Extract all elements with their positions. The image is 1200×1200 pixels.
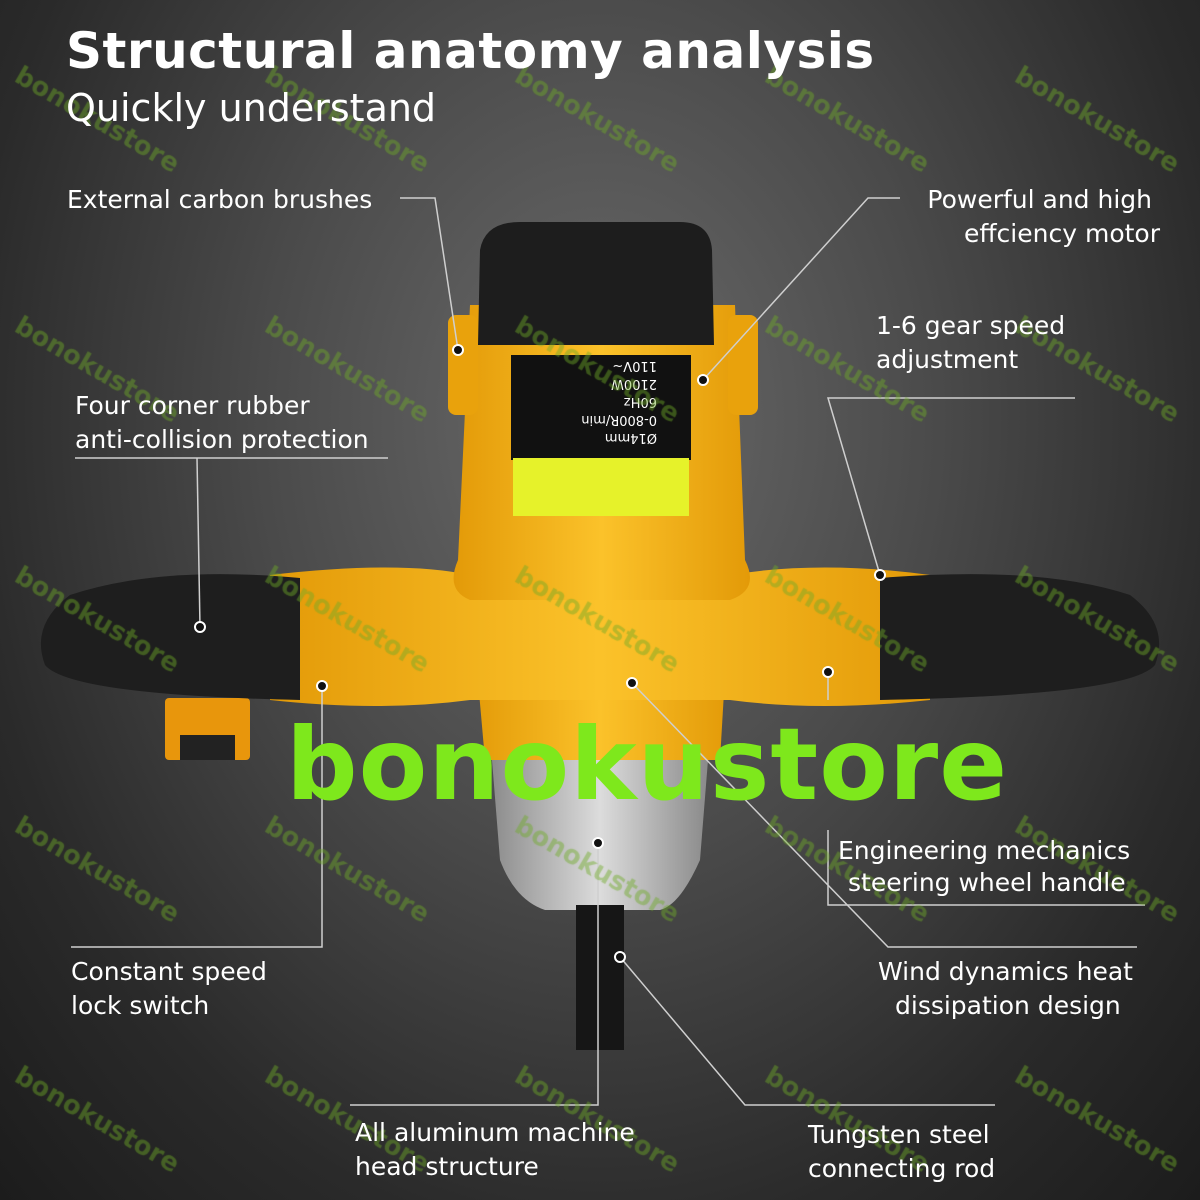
callout-handle-line2: steering wheel handle bbox=[848, 868, 1126, 897]
callout-carbon-brushes: External carbon brushes bbox=[67, 185, 373, 214]
spec-speed: 0-800R/min bbox=[581, 412, 657, 427]
connecting-rod bbox=[576, 905, 624, 1050]
callout-lock-line1: Constant speed bbox=[71, 957, 267, 986]
spec-diameter: Ø14mm bbox=[605, 430, 657, 445]
callout-handle-line1: Engineering mechanics bbox=[838, 836, 1131, 865]
callout-aluminum-line1: All aluminum machine bbox=[355, 1118, 635, 1147]
spec-power: 2100W bbox=[611, 376, 657, 391]
lock-switch-base bbox=[180, 735, 235, 760]
motor-cap bbox=[478, 222, 714, 345]
spec-label bbox=[511, 355, 691, 460]
callout-rod-line1: Tungsten steel bbox=[808, 1120, 990, 1149]
right-bumper bbox=[728, 315, 758, 415]
callout-rubber-line2: anti-collision protection bbox=[75, 425, 369, 454]
brand-watermark: bonokustore bbox=[286, 706, 1009, 823]
callout-wind-line2: dissipation design bbox=[895, 991, 1121, 1020]
callout-rubber-line1: Four corner rubber bbox=[75, 391, 310, 420]
callout-gear-line2: adjustment bbox=[876, 345, 1019, 374]
callout-rod-line2: connecting rod bbox=[808, 1154, 996, 1183]
callout-motor-line1: Powerful and high bbox=[927, 185, 1152, 214]
spec-frequency: 60Hz bbox=[624, 394, 657, 409]
callout-gear-line1: 1-6 gear speed bbox=[876, 311, 1066, 340]
page-title: Structural anatomy analysis bbox=[66, 22, 875, 80]
callout-aluminum-line2: head structure bbox=[355, 1152, 539, 1181]
spec-label-sticker bbox=[513, 458, 689, 516]
left-bumper bbox=[448, 315, 478, 415]
left-grip bbox=[40, 574, 300, 700]
page-subtitle: Quickly understand bbox=[66, 86, 437, 130]
right-grip bbox=[880, 574, 1160, 700]
callout-lock-line2: lock switch bbox=[71, 991, 210, 1020]
spec-voltage: 110V~ bbox=[612, 358, 657, 373]
callout-motor-line2: effciency motor bbox=[963, 219, 1160, 248]
callout-wind-line1: Wind dynamics heat bbox=[878, 957, 1133, 986]
